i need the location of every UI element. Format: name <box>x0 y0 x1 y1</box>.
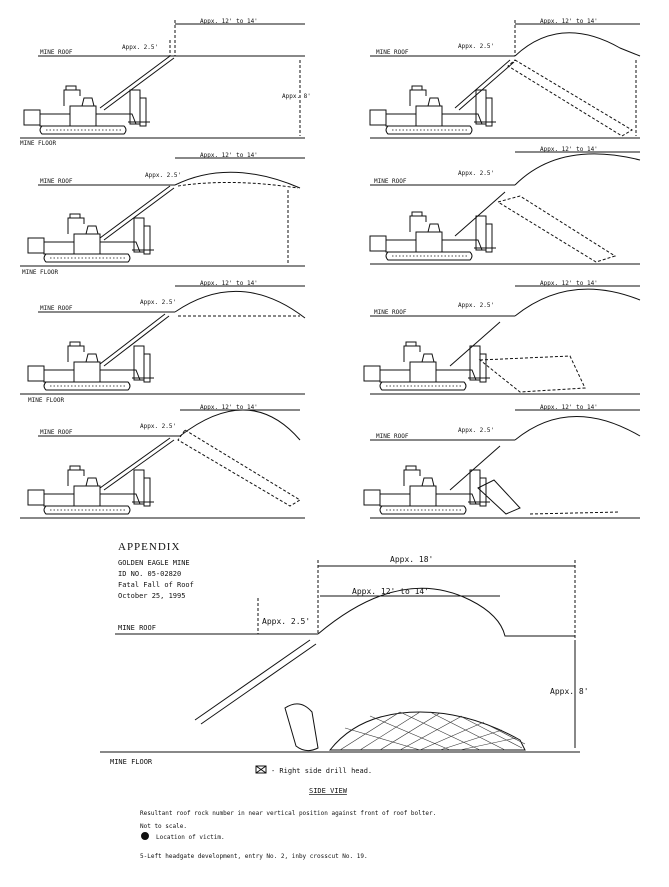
width-dimension: Appx. 12' to 14' <box>200 152 258 159</box>
roof-height-dimension: Appx. 2.5' <box>458 427 494 434</box>
mine-roof-label: MINE ROOF <box>40 429 73 436</box>
falling-rock <box>507 59 633 137</box>
width-dimension: Appx. 12' to 14' <box>540 18 598 25</box>
panel-7 <box>20 409 305 519</box>
height-dimension: Appx. 8' <box>282 93 311 100</box>
roof-height-dimension: Appx. 2.5' <box>140 299 176 306</box>
cavity-arch <box>317 587 575 637</box>
width-dimension: Appx. 12' to 14' <box>540 404 598 411</box>
note-victim: Location of victim. <box>156 834 225 841</box>
note-resultant: Resultant roof rock number in near verti… <box>140 810 436 817</box>
panel-3 <box>20 157 305 267</box>
side-view-title: SIDE VIEW <box>309 787 348 795</box>
drill-head-symbol <box>255 765 267 774</box>
mine-roof-label: MINE ROOF <box>40 305 73 312</box>
arch-width-dimension: Appx. 12' to 14' <box>352 587 429 596</box>
width-dimension: Appx. 12' to 14' <box>540 146 598 153</box>
height-dimension: Appx. 8' <box>550 687 589 696</box>
mine-roof-label: MINE ROOF <box>118 624 156 632</box>
mine-name: GOLDEN EAGLE MINE <box>118 559 190 567</box>
mine-id: ID NO. 05-02820 <box>118 570 181 578</box>
mine-roof-label: MINE ROOF <box>40 178 73 185</box>
event-date: October 25, 1995 <box>118 592 185 600</box>
panel-6 <box>363 285 641 395</box>
width-dimension: Appx. 12' to 14' <box>200 280 258 287</box>
appendix-title: APPENDIX <box>118 541 180 553</box>
width-dimension: Appx. 12' to 14' <box>200 18 258 25</box>
mine-roof-label: MINE ROOF <box>374 309 407 316</box>
victim-location-icon <box>141 832 149 840</box>
mine-roof-label: MINE ROOF <box>376 49 409 56</box>
panel-5 <box>20 285 306 395</box>
roof-height-dimension: Appx. 2.5' <box>262 617 310 626</box>
roof-height-dimension: Appx. 2.5' <box>140 423 176 430</box>
rubble-pile <box>328 711 526 751</box>
event-description: Fatal Fall of Roof <box>118 581 194 589</box>
mine-floor-label: MINE FLOOR <box>110 758 153 766</box>
roof-height-dimension: Appx. 2.5' <box>145 172 181 179</box>
panel-4 <box>369 151 641 265</box>
width-dimension: Appx. 12' to 14' <box>540 280 598 287</box>
panel-8 <box>363 409 641 519</box>
roof-height-dimension: Appx. 2.5' <box>458 302 494 309</box>
rock-slab <box>284 703 319 752</box>
mine-floor-label: MINE FLOOR <box>28 397 65 404</box>
arch <box>514 32 641 57</box>
main-figure <box>100 560 580 753</box>
panel-1 <box>20 20 305 139</box>
roof-height-dimension: Appx. 2.5' <box>458 43 494 50</box>
mine-roof-label: MINE ROOF <box>40 49 73 56</box>
width-dimension: Appx. 12' to 14' <box>200 404 258 411</box>
mine-floor-label: MINE FLOOR <box>22 269 59 276</box>
note-scale: Not to scale. <box>140 823 187 830</box>
boom-arm <box>99 55 171 109</box>
mine-roof-label: MINE ROOF <box>374 178 407 185</box>
roof-height-dimension: Appx. 2.5' <box>122 44 158 51</box>
roof-height-dimension: Appx. 2.5' <box>458 170 494 177</box>
mine-floor-label: MINE FLOOR <box>20 140 57 147</box>
panel-2 <box>369 20 641 139</box>
drill-head-legend: - Right side drill head. <box>271 767 372 775</box>
mine-roof-label: MINE ROOF <box>376 433 409 440</box>
note-location: 5-Left headgate development, entry No. 2… <box>140 853 368 860</box>
overall-width-dimension: Appx. 18' <box>390 555 433 564</box>
